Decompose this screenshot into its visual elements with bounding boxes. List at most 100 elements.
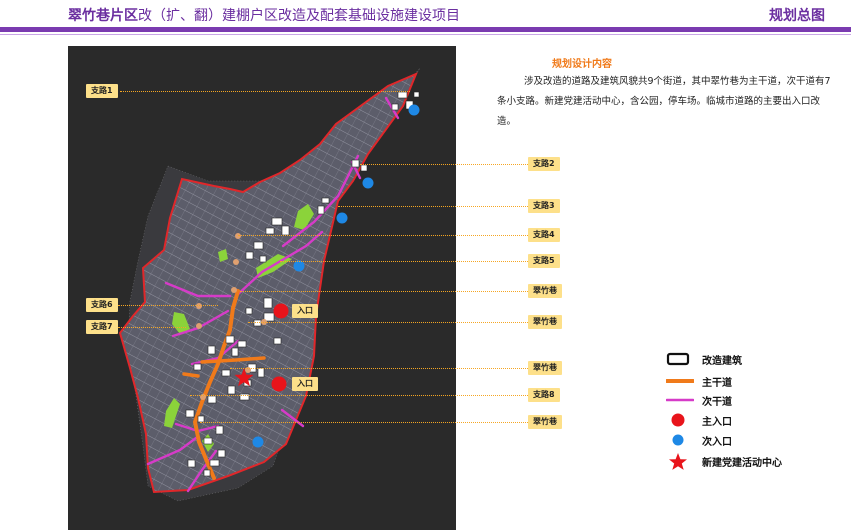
- main-road: [182, 356, 266, 378]
- header-rule-thick: [0, 27, 851, 32]
- legend-label: 次入口: [702, 437, 732, 448]
- building: [253, 241, 264, 250]
- leader-branch6: [118, 305, 218, 306]
- site-plan-svg: [118, 67, 421, 502]
- description-body: 涉及改造的道路及建筑风貌共9个街道，其中翠竹巷为主干道，次干道有7条小支路。新建…: [497, 76, 831, 127]
- label-entrance-a: 入口: [292, 304, 318, 318]
- label-branch3: 支路3: [528, 199, 560, 213]
- building: [209, 459, 220, 467]
- label-cuizhu-c: 翠竹巷: [528, 361, 562, 375]
- secondary-road-line-icon: [666, 398, 694, 402]
- secondary-entrance-icon: [252, 436, 264, 448]
- party-center-star-icon: [234, 368, 254, 387]
- building: [413, 91, 420, 98]
- main-road: [193, 289, 240, 480]
- secondary-road: [186, 449, 218, 493]
- secondary-road: [146, 436, 198, 466]
- secondary-road: [281, 154, 360, 248]
- building: [265, 227, 275, 235]
- building: [245, 251, 254, 260]
- building: [360, 164, 368, 172]
- leader-branch7: [118, 327, 186, 328]
- junction-node: [235, 233, 241, 239]
- building: [391, 103, 399, 111]
- building: [185, 409, 195, 418]
- label-cuizhu-d: 翠竹巷: [528, 415, 562, 429]
- green-space: [164, 398, 180, 428]
- secondary-road: [164, 281, 232, 298]
- building: [221, 369, 231, 377]
- building: [203, 469, 211, 477]
- building: [193, 363, 202, 371]
- label-branch6: 支路6: [86, 298, 118, 312]
- legend-item-main-road: 主干道: [666, 372, 836, 390]
- building: [231, 347, 239, 357]
- legend-item-main-entrance: 主入口: [666, 411, 836, 429]
- building: [207, 345, 216, 355]
- label-cuizhu-b: 翠竹巷: [528, 315, 562, 329]
- label-entrance-b: 入口: [292, 377, 318, 391]
- label-branch2: 支路2: [528, 157, 560, 171]
- secondary-road: [234, 230, 324, 298]
- page-header: 翠竹巷片区改（扩、翻）建棚户区改造及配套基础设施建设项目 规划总图: [0, 0, 851, 35]
- building: [317, 205, 325, 215]
- building: [271, 217, 283, 226]
- junction-node: [196, 303, 202, 309]
- leader-branch8: [190, 395, 528, 396]
- leader-cuizhu-b: [248, 322, 528, 323]
- building: [253, 319, 262, 327]
- description-title: 规划设计内容: [552, 59, 612, 70]
- renovated-buildings: [185, 91, 420, 477]
- leader-cuizhu-d: [200, 422, 528, 423]
- green-space: [172, 312, 190, 334]
- secondary-road: [280, 408, 305, 428]
- legend-label: 改造建筑: [702, 356, 742, 367]
- green-space: [294, 204, 314, 230]
- legend-item-secondary-road: 次干道: [666, 391, 836, 409]
- secondary-entrance-icon: [293, 260, 305, 272]
- red-star-icon: [669, 453, 687, 470]
- secondary-entrance-icon: [408, 104, 420, 116]
- site-boundary: [118, 72, 418, 494]
- leader-branch3: [338, 206, 528, 207]
- main-entrance-icon: [273, 303, 289, 319]
- title-highlight: 翠竹巷片区: [68, 8, 138, 24]
- building: [397, 91, 408, 99]
- building: [227, 385, 236, 395]
- building: [273, 337, 282, 345]
- leader-branch4: [238, 235, 528, 236]
- building-outline-icon: [666, 352, 690, 366]
- legend-label: 主干道: [702, 378, 732, 389]
- legend-item-renovated-building: 改造建筑: [666, 350, 836, 368]
- red-dot-icon: [671, 413, 685, 427]
- legend-label: 主入口: [702, 417, 732, 428]
- legend-item-party-center: 新建党建活动中心: [666, 452, 836, 470]
- blue-dot-icon: [672, 434, 684, 446]
- building: [321, 197, 330, 204]
- legend-label: 次干道: [702, 397, 732, 408]
- building: [225, 335, 235, 344]
- junction-node: [233, 259, 239, 265]
- label-branch8: 支路8: [528, 388, 560, 402]
- building: [263, 312, 275, 322]
- building: [207, 395, 217, 404]
- building: [263, 297, 273, 309]
- secondary-entrance-icon: [336, 212, 348, 224]
- main-entrance-icon: [271, 376, 287, 392]
- building: [215, 425, 224, 435]
- leader-branch2: [360, 164, 528, 165]
- building: [351, 159, 360, 168]
- secondary-entrance-icon: [362, 177, 374, 189]
- title-rest: 改（扩、翻）建棚户区改造及配套基础设施建设项目: [138, 8, 460, 24]
- label-branch1: 支路1: [86, 84, 118, 98]
- building: [245, 307, 253, 315]
- leader-branch1: [120, 91, 410, 92]
- site-plan-map: [68, 46, 456, 530]
- main-road-line-icon: [666, 379, 694, 383]
- building: [237, 340, 247, 348]
- page-tag: 规划总图: [769, 8, 825, 24]
- leader-branch5: [280, 261, 528, 262]
- building: [203, 437, 213, 445]
- junction-node: [196, 323, 202, 329]
- label-branch7: 支路7: [86, 320, 118, 334]
